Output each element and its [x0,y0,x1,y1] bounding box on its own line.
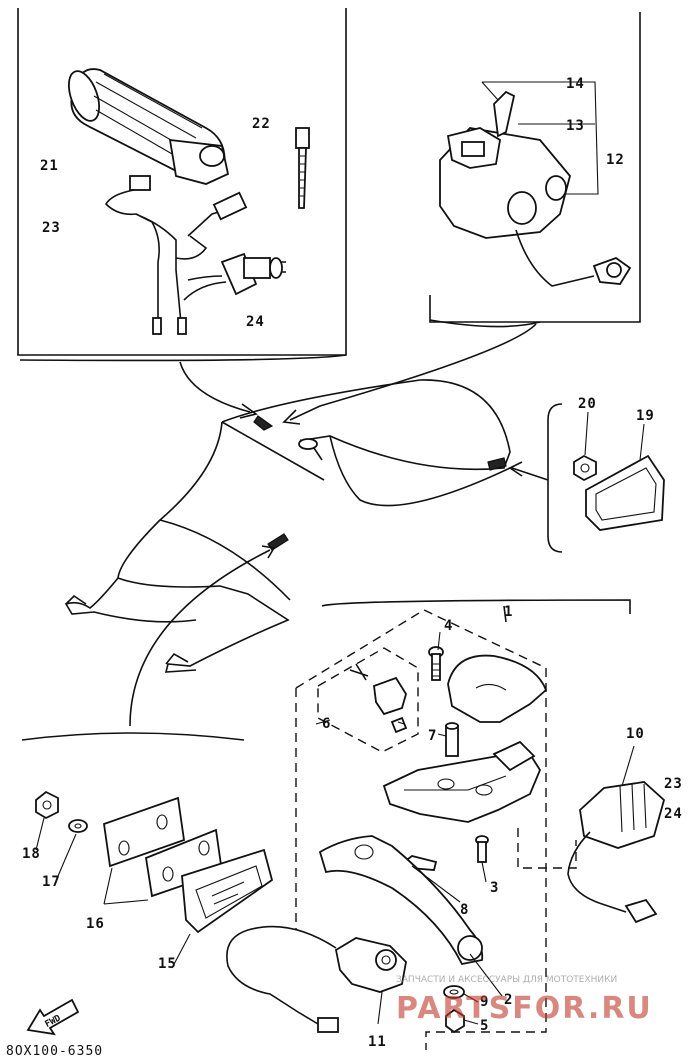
callouts: 21 22 23 24 14 13 12 20 19 1 4 6 7 10 23… [22,76,683,1050]
group-box-heater-kit [17,8,347,356]
callout-6: 6 [322,716,331,732]
switch-block-6-part [349,663,408,734]
callout-13: 13 [566,118,585,134]
arrow-reflector-to-hood [511,467,549,481]
toggle-switch-part [220,252,286,296]
washer-9-part [443,985,465,999]
cable-tie-part [295,127,310,209]
wire-harness-part [104,175,248,335]
callout-14: 14 [566,76,585,92]
grip-heater-part [67,68,230,185]
callout-22: 22 [252,116,271,132]
callout-9: 9 [480,994,489,1010]
arrow-heater-to-hood [179,361,251,413]
license-light-part [181,848,274,934]
diagram-code: 8OX100-6350 [6,1044,103,1059]
callout-2: 2 [504,992,513,1008]
callout-18: 18 [22,846,41,862]
callout-20: 20 [578,396,597,412]
dashed-group-outline [295,609,547,1050]
callout-1: 1 [504,604,513,620]
snowmobile-hood [64,379,511,673]
callout-7: 7 [428,728,437,744]
switch-housing-part [439,90,632,287]
watermark-tagline: ЗАПЧАСТИ И АКСЕССУАРЫ ДЛЯ МОТОТЕХНИКИ [396,975,617,985]
group-box-switch [429,12,641,323]
callout-16: 16 [86,916,105,932]
watermark: ЗАПЧАСТИ И АКСЕССУАРЫ ДЛЯ МОТОТЕХНИКИ PA… [396,975,653,1026]
washer-17-part [68,819,88,833]
callout-17: 17 [42,874,61,890]
callout-5: 5 [480,1018,489,1034]
collar-7-part [445,722,459,757]
callout-3: 3 [490,880,499,896]
lever-bracket-part [382,740,542,823]
callout-10: 10 [626,726,645,742]
arrow-plate-to-hood [129,549,271,727]
fwd-arrow: FWD [26,998,80,1036]
brake-switch-part [226,925,407,1033]
reflector-part [585,454,665,531]
callout-23-heater: 23 [42,220,61,236]
sensor-module-part [567,781,666,924]
callout-4: 4 [444,618,453,634]
arrow-switch-to-hood [289,323,537,421]
nut-18-part [35,790,59,820]
callout-8: 8 [460,902,469,918]
group-box-plate [21,732,245,741]
bolt-4-part [428,646,444,681]
group-box-reflector [547,403,563,553]
group-box-brake [321,599,631,614]
brake-lever-part [318,835,484,966]
lever-cover-part [447,654,548,723]
callout-23-sensor: 23 [664,776,683,792]
nut-5-part [445,1008,465,1034]
bracket-16a-part [103,796,185,868]
nut-20-part [573,454,597,482]
watermark-brand: PARTSFOR.RU [396,991,653,1026]
callout-21: 21 [40,158,59,174]
callout-15: 15 [158,956,177,972]
callout-24-sensor: 24 [664,806,683,822]
callout-24-heater: 24 [246,314,265,330]
callout-11: 11 [368,1034,387,1050]
callout-19: 19 [636,408,655,424]
screw-3-part [475,835,489,863]
callout-12: 12 [606,152,625,168]
